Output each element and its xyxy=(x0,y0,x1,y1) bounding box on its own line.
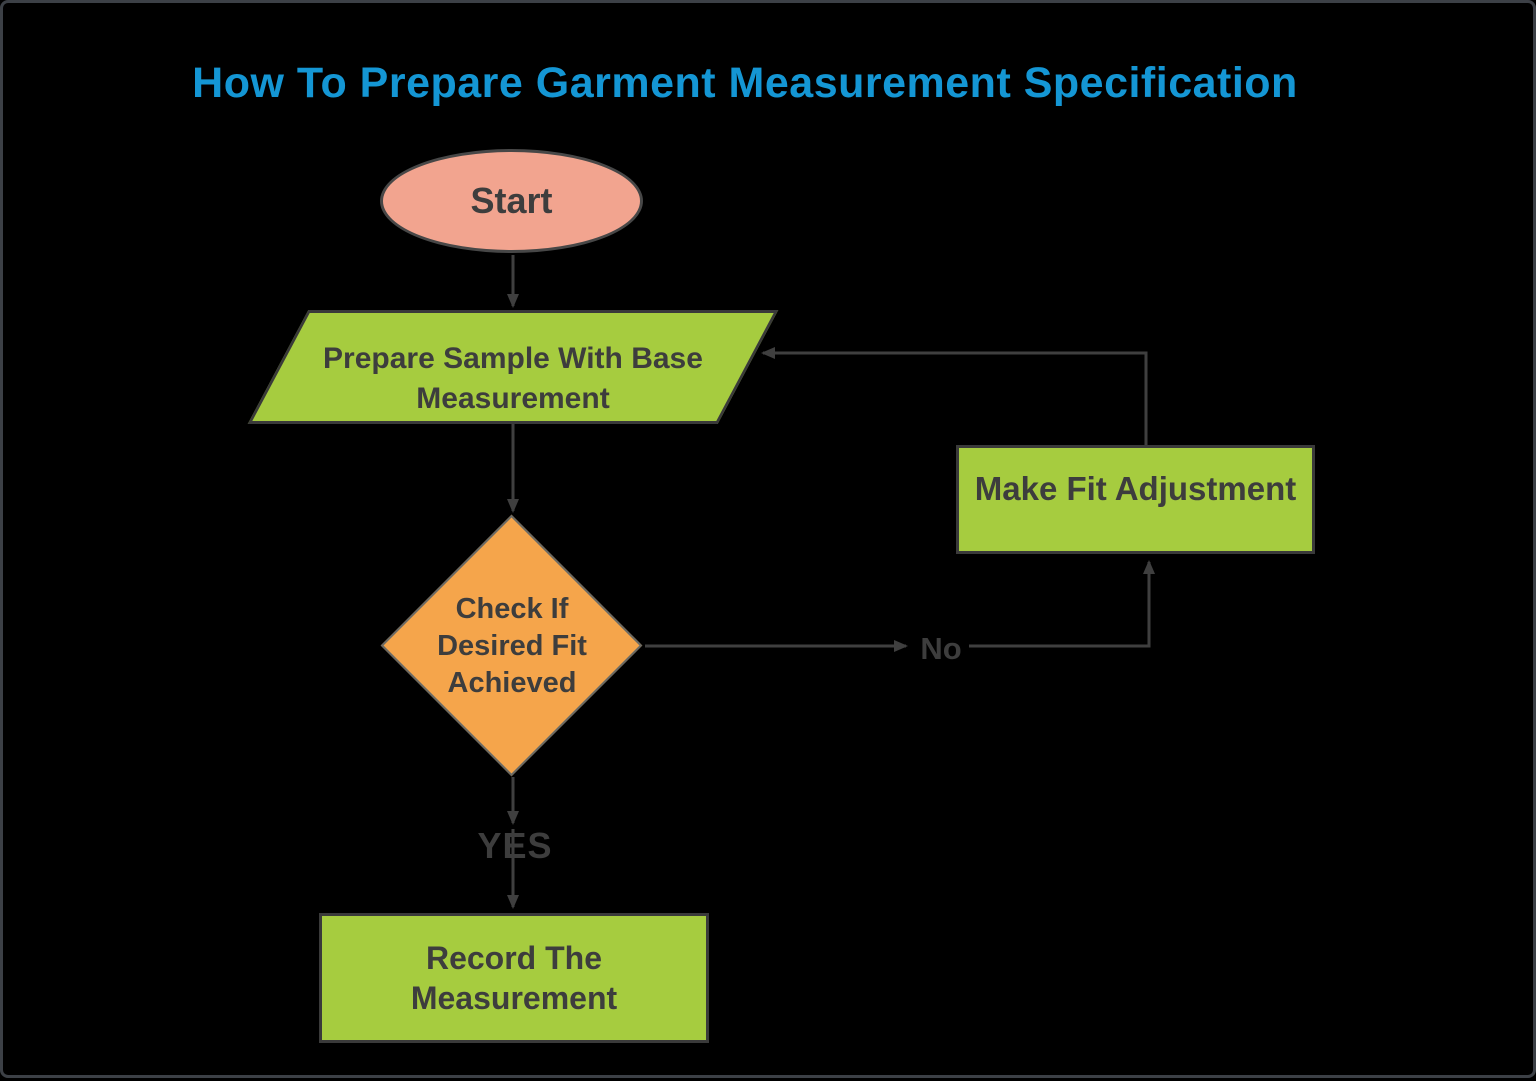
edge-no-to-adjust xyxy=(969,560,1155,648)
page-title: How To Prepare Garment Measurement Speci… xyxy=(192,59,1298,107)
record-measurement-node: Record The Measurement xyxy=(319,913,709,1043)
check-fit-decision-label: Check If Desired Fit Achieved xyxy=(437,592,587,699)
connector-lines xyxy=(507,255,1155,909)
edge-label-yes: YES xyxy=(477,825,553,866)
edge-adjust-to-prepare xyxy=(761,347,1148,445)
make-fit-adjustment-node: Make Fit Adjustment xyxy=(956,445,1315,554)
edge-label-no: No xyxy=(920,631,962,666)
start-node: Start xyxy=(380,149,643,253)
prepare-sample-label: Prepare Sample With Base Measurement xyxy=(323,342,703,415)
